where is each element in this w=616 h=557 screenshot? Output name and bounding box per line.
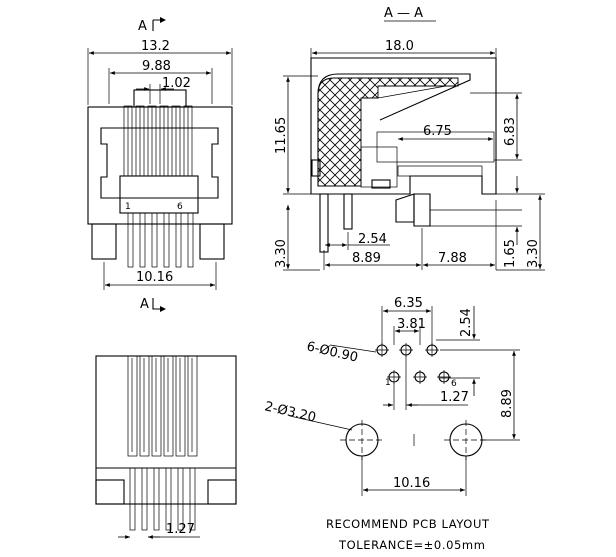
dim-section-inner-depth: 6.75 [423, 124, 452, 139]
section-marker-a-top: A [138, 19, 147, 34]
section-arrow-top [152, 19, 160, 31]
dim-bottom-pin-pitch: 1.27 [166, 522, 195, 537]
dim-section-pin-len-right: 3.30 [526, 239, 541, 268]
front-post-left [91, 223, 117, 260]
dim-front-pin-pitch: 1.02 [162, 76, 191, 91]
section-contact-spring [317, 73, 471, 186]
dim-pcb-post-span: 10.16 [393, 476, 430, 491]
section-pin-b [343, 193, 353, 230]
dim-pcb-row-offset: 1.27 [440, 390, 469, 405]
front-pins [127, 212, 194, 268]
front-pin-label-6: 6 [177, 202, 183, 212]
dim-section-pin-to-post: 8.89 [352, 251, 381, 266]
dim-section-height: 11.65 [274, 117, 289, 154]
front-post-right [199, 223, 225, 260]
bottom-pins [129, 467, 196, 531]
dim-pcb-small-hole-label: 6-Ø0.90 [305, 339, 359, 365]
section-marker-a-bottom: A [140, 297, 149, 312]
dim-front-pin-span: 10.16 [136, 270, 173, 285]
dim-pcb-hole-span: 6.35 [394, 296, 423, 311]
pcb-hole-label-1: 1 [385, 378, 391, 388]
dim-front-overall-width: 13.2 [141, 39, 170, 54]
front-contact-carrier [119, 175, 199, 214]
front-pin-label-1: 1 [125, 202, 131, 212]
section-view: A — A 18.0 11.65 3.30 [274, 6, 545, 271]
dim-pcb-row-spacing: 2.54 [459, 308, 474, 337]
dim-front-inner-width: 9.88 [142, 59, 171, 74]
pcb-hole-label-6: 6 [451, 379, 457, 389]
front-view: A 1 6 [87, 17, 233, 312]
dim-pcb-vertical: 8.89 [500, 389, 515, 418]
bottom-view: 1.27 [95, 355, 237, 539]
dim-section-post-len: 1.65 [503, 239, 518, 268]
pcb-small-holes [375, 343, 451, 384]
bottom-post-right [207, 479, 237, 505]
dim-section-length: 18.0 [385, 39, 414, 54]
section-post [413, 193, 431, 227]
front-contacts [123, 105, 193, 177]
dim-section-pin-len-left: 3.30 [274, 239, 289, 268]
bottom-contacts [127, 355, 198, 457]
dim-section-inner-height: 6.83 [503, 117, 518, 146]
bottom-post-left [95, 479, 125, 505]
front-port-opening [100, 127, 219, 199]
dim-section-pin-gap: 2.54 [358, 232, 387, 247]
section-title: A — A [384, 6, 423, 21]
dim-pcb-hole-pitch: 3.81 [397, 317, 426, 332]
section-arrow-bottom [152, 298, 160, 310]
section-pin-a [319, 193, 329, 253]
dim-section-post-to-front: 7.88 [438, 251, 467, 266]
pcb-tolerance: TOLERANCE=±0.05mm [338, 538, 486, 552]
pcb-caption: RECOMMEND PCB LAYOUT [326, 517, 490, 531]
pcb-layout: 6.35 3.81 2.54 1 6 6-Ø0.90 1.27 [263, 296, 520, 552]
dim-pcb-post-hole-label: 2-Ø3.20 [263, 399, 317, 425]
